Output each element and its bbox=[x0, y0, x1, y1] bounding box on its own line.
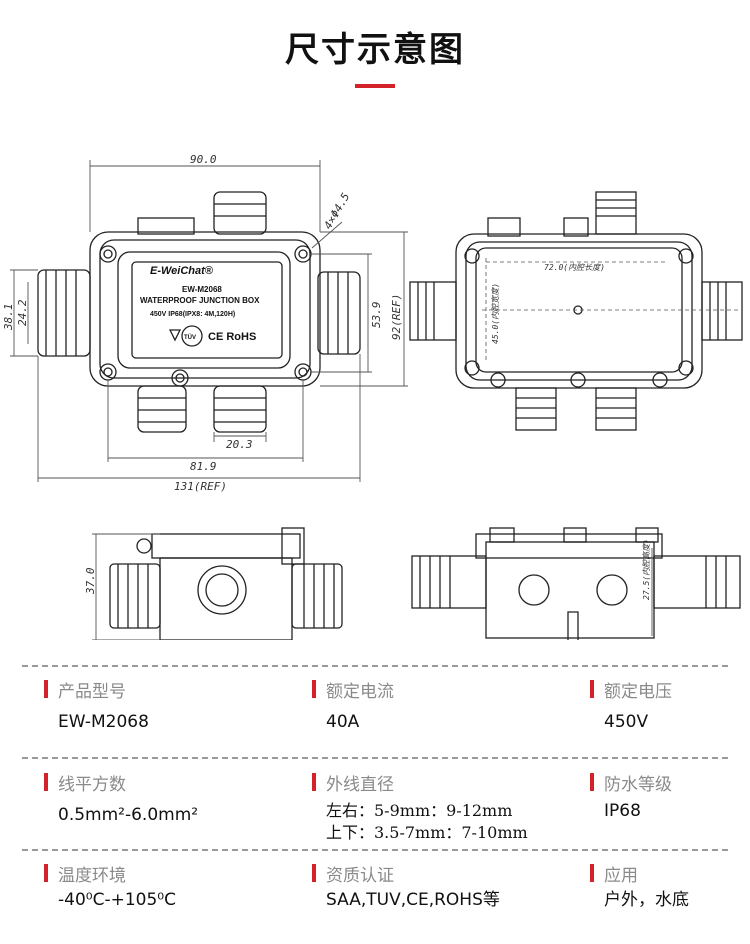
spec-name: 线平方数 bbox=[58, 775, 126, 795]
spec-value: SAA,TUV,CE,ROHS等 bbox=[326, 890, 500, 910]
ce-rohs-mark: CE RoHS bbox=[208, 331, 256, 343]
dim-45: 45.0(内腔宽度) bbox=[491, 283, 500, 344]
accent-bar bbox=[44, 773, 48, 791]
separator bbox=[22, 757, 728, 759]
accent-bar bbox=[312, 680, 316, 698]
spec-value: IP68 bbox=[604, 801, 641, 821]
side-view bbox=[109, 527, 343, 640]
spec-name: 额定电压 bbox=[604, 682, 672, 702]
spec-name: 资质认证 bbox=[326, 866, 394, 886]
dim-24-2: 24.2 bbox=[16, 299, 29, 326]
spec-value: 40A bbox=[326, 712, 360, 732]
dim-20-3: 20.3 bbox=[226, 438, 253, 451]
spec-name: 额定电流 bbox=[326, 682, 394, 702]
dim-27-5: 27.5(内腔高度) bbox=[642, 539, 651, 600]
model-label: EW-M2068 bbox=[182, 285, 222, 294]
dimension-drawing: E-WeiChat® EW-M2068 WATERPROOF JUNCTION … bbox=[2, 153, 743, 640]
dim-37: 37.0 bbox=[84, 567, 97, 595]
dim-38-1: 38.1 bbox=[2, 304, 15, 332]
spec-value-lr: 左右：5-9mm：9-12mm bbox=[326, 801, 513, 820]
spec-value-ud: 上下：3.5-7mm：7-10mm bbox=[326, 823, 528, 842]
spec-name: 应用 bbox=[604, 866, 638, 886]
spec-value: -40⁰C-+105⁰C bbox=[58, 890, 176, 910]
dim-81-9: 81.9 bbox=[190, 460, 217, 473]
brand-label: E-WeiChat® bbox=[150, 265, 214, 277]
dim-4x-hole: 4×Φ4.5 bbox=[321, 191, 352, 232]
spec-value: 户外，水底 bbox=[604, 890, 689, 910]
dim-131-ref: 131(REF) bbox=[174, 480, 227, 493]
title-underline bbox=[355, 84, 395, 88]
spec-value: 450V bbox=[604, 712, 649, 732]
interior-view bbox=[409, 191, 743, 431]
rating-label: 450V IP68(IPX8: 4M,120H) bbox=[150, 311, 235, 318]
accent-bar bbox=[312, 773, 316, 791]
tuv-mark: TÜV bbox=[184, 334, 196, 341]
spec-name: 产品型号 bbox=[58, 682, 126, 702]
dim-92-ref: 92(REF) bbox=[390, 294, 403, 340]
dim-72: 72.0(内腔长度) bbox=[544, 263, 605, 272]
spec-value: EW-M2068 bbox=[58, 712, 149, 732]
accent-bar bbox=[44, 864, 48, 882]
desc-label: WATERPROOF JUNCTION BOX bbox=[140, 296, 260, 305]
spec-value: 0.5mm²-6.0mm² bbox=[58, 805, 199, 825]
spec-name: 温度环境 bbox=[58, 866, 126, 886]
dim-90: 90.0 bbox=[190, 153, 217, 166]
accent-bar bbox=[590, 864, 594, 882]
accent-bar bbox=[590, 680, 594, 698]
accent-bar bbox=[44, 680, 48, 698]
separator bbox=[22, 665, 728, 667]
accent-bar bbox=[590, 773, 594, 791]
separator bbox=[22, 849, 728, 851]
dim-53-9: 53.9 bbox=[370, 302, 383, 329]
spec-name: 防水等级 bbox=[604, 775, 672, 795]
side-section-view bbox=[411, 527, 741, 640]
accent-bar bbox=[312, 864, 316, 882]
spec-name: 外线直径 bbox=[326, 775, 394, 795]
page-title: 尺寸示意图 bbox=[285, 30, 465, 70]
